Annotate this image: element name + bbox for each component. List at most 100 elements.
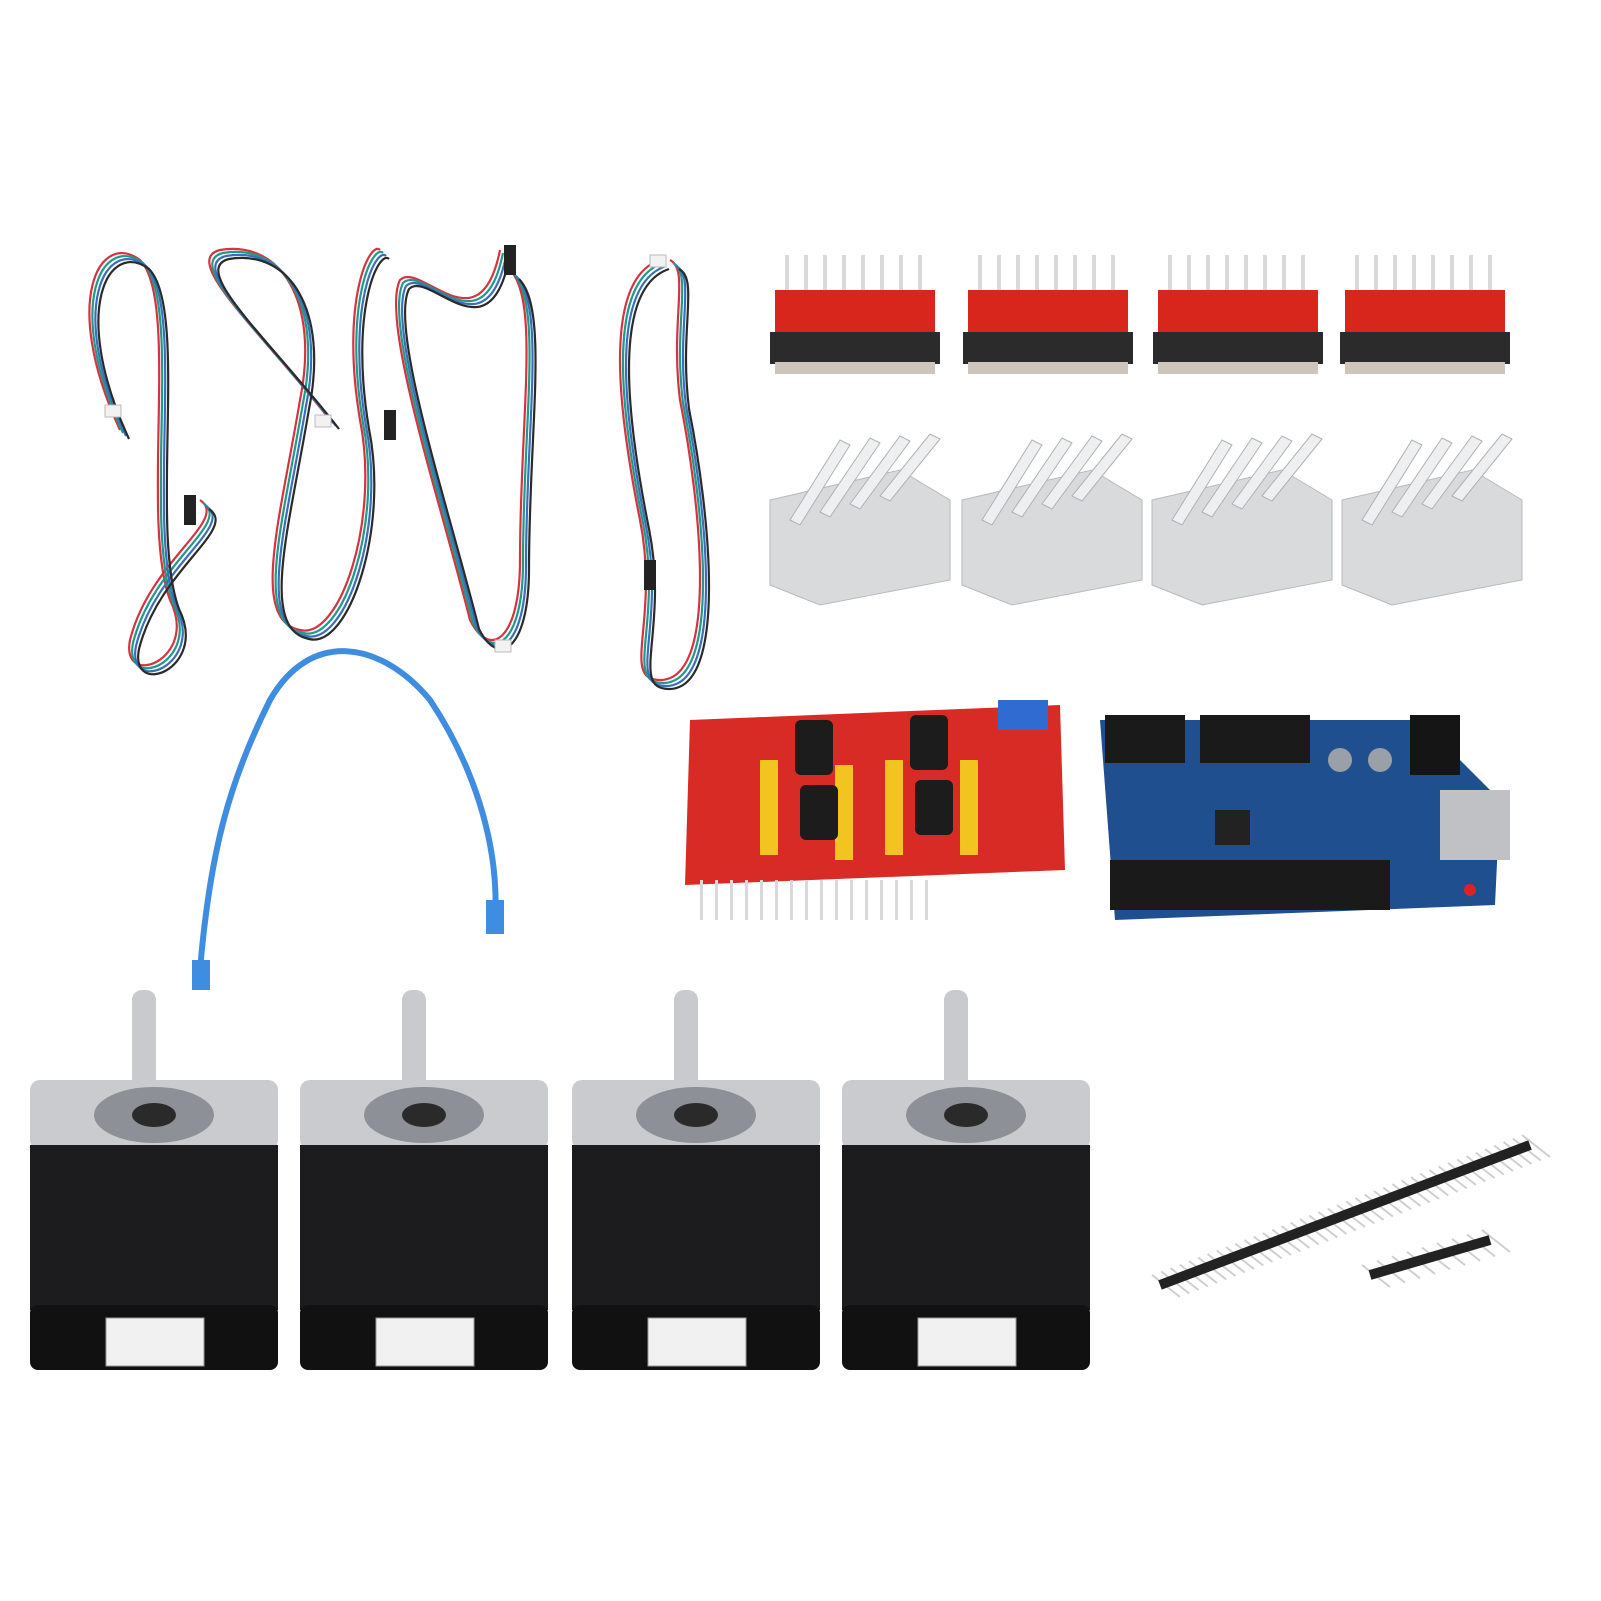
stepper-motor — [30, 990, 278, 1370]
motor-connector — [375, 1317, 475, 1367]
stepper-motors — [30, 990, 1090, 1370]
fin — [789, 439, 851, 526]
stepper-driver — [963, 255, 1133, 374]
shaft — [944, 990, 968, 1100]
pin — [700, 880, 703, 920]
pin — [1282, 255, 1286, 305]
yellow-header — [885, 760, 903, 855]
motor-body — [842, 1145, 1090, 1310]
dupont-connector — [644, 560, 656, 590]
fin — [819, 437, 881, 518]
motor-cables — [88, 245, 711, 691]
fin — [1041, 435, 1103, 510]
pin — [760, 880, 763, 920]
driver-bottom — [1345, 362, 1505, 374]
header-analog — [1105, 715, 1185, 763]
jst-connector — [314, 414, 332, 428]
pin — [997, 255, 1001, 305]
pin — [1073, 255, 1077, 305]
capacitor — [800, 785, 838, 840]
pin — [1016, 255, 1020, 305]
pin — [978, 255, 982, 305]
dupont-connector — [384, 410, 396, 440]
wire — [618, 258, 702, 682]
wire — [400, 255, 534, 647]
wire — [403, 258, 537, 650]
pin — [1206, 255, 1210, 305]
pin — [899, 255, 903, 305]
stepper-driver — [1340, 255, 1510, 374]
pin — [1431, 255, 1435, 305]
motor-connector — [917, 1317, 1017, 1367]
stepper-motor — [300, 990, 548, 1370]
motor-body — [572, 1145, 820, 1310]
cnc-shield — [685, 700, 1065, 920]
pin — [850, 880, 853, 920]
pin — [715, 880, 718, 920]
pin — [880, 255, 884, 305]
boss-hole — [132, 1103, 176, 1127]
uno-board — [1100, 715, 1510, 920]
pin — [910, 880, 913, 920]
heatsinks — [769, 433, 1523, 606]
pin — [1374, 255, 1378, 305]
fin — [879, 433, 941, 502]
wire — [217, 256, 390, 641]
header-block — [1153, 332, 1323, 364]
header-digital — [1110, 860, 1390, 910]
pin — [790, 880, 793, 920]
motor-cable — [208, 247, 396, 641]
pin — [880, 880, 883, 920]
dupont-connector — [504, 245, 516, 275]
fin — [1361, 439, 1423, 526]
pin — [1168, 255, 1172, 305]
wire — [97, 261, 217, 676]
pin — [1301, 255, 1305, 305]
heatsink-body — [1341, 469, 1523, 606]
pin — [745, 880, 748, 920]
pin — [730, 880, 733, 920]
fin — [1391, 437, 1453, 518]
pin — [1035, 255, 1039, 305]
heatsink-body — [961, 469, 1143, 606]
motor-cable — [618, 254, 711, 691]
pin — [925, 880, 928, 920]
jst-connector — [494, 639, 512, 653]
driver-board — [968, 290, 1128, 335]
capacitor — [910, 715, 948, 770]
pin — [1244, 255, 1248, 305]
dupont-connector — [184, 495, 196, 525]
header-block — [963, 332, 1133, 364]
stepper-drivers — [770, 255, 1510, 374]
pin — [805, 880, 808, 920]
pin — [895, 880, 898, 920]
terminal-block — [998, 700, 1048, 730]
usb-cable — [192, 648, 504, 990]
yellow-header — [960, 760, 978, 855]
pin — [865, 880, 868, 920]
shield-board — [685, 705, 1065, 885]
pin — [804, 255, 808, 305]
driver-board — [1345, 290, 1505, 335]
pin-header-short — [1361, 1229, 1511, 1288]
driver-board — [1158, 290, 1318, 335]
fin — [1171, 439, 1233, 526]
fin — [1261, 433, 1323, 502]
yellow-header — [760, 760, 778, 855]
driver-bottom — [968, 362, 1128, 374]
pin — [1225, 255, 1229, 305]
usb-wire — [197, 648, 499, 971]
boss-hole — [944, 1103, 988, 1127]
wire — [627, 267, 711, 691]
pin — [1111, 255, 1115, 305]
usb-a-plug — [486, 900, 504, 934]
pin — [1393, 255, 1397, 305]
pin — [842, 255, 846, 305]
motor-body — [30, 1145, 278, 1310]
fin — [1201, 437, 1263, 518]
motor-connector — [105, 1317, 205, 1367]
boss-hole — [674, 1103, 718, 1127]
pin — [1263, 255, 1267, 305]
